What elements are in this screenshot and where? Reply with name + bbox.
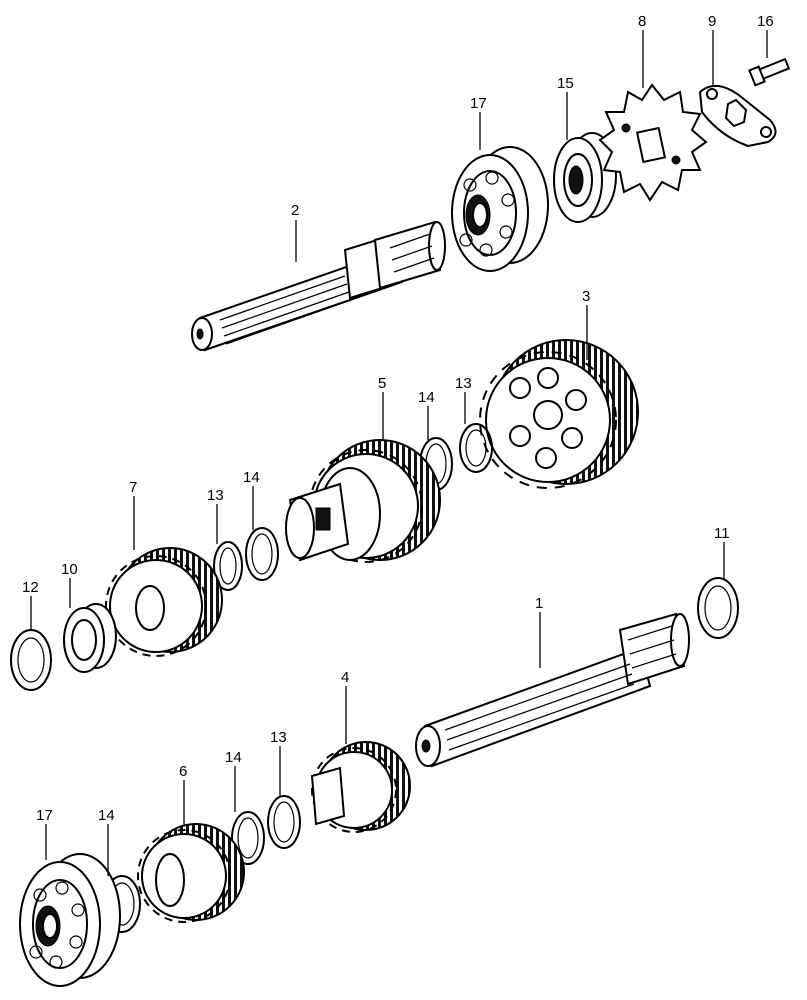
label-part-7: 7 <box>129 479 137 496</box>
circlip-part-13-upper <box>459 423 493 473</box>
mainshaft-part-1 <box>415 612 690 768</box>
label-part-16: 16 <box>757 13 774 30</box>
label-part-14-left: 14 <box>243 469 260 486</box>
label-part-13-upper: 13 <box>455 375 472 392</box>
label-part-14-bottom: 14 <box>225 749 242 766</box>
label-part-14-upper: 14 <box>418 389 435 406</box>
circlip-part-13-left <box>213 541 243 591</box>
washer-part-11 <box>697 577 739 639</box>
gear-part-4 <box>310 741 411 833</box>
leader-lines <box>30 30 768 876</box>
label-part-17-top: 17 <box>470 95 487 112</box>
ball-bearing-part-17-bottom <box>19 853 121 987</box>
label-part-4: 4 <box>341 669 349 686</box>
gear-part-5 <box>285 439 441 563</box>
washer-part-14-bottom <box>231 811 265 865</box>
drive-sprocket-part-8 <box>598 83 708 202</box>
bolt-part-16 <box>748 57 791 87</box>
needle-bearing-part-10 <box>63 603 117 673</box>
gear-part-7 <box>105 547 223 657</box>
label-part-10: 10 <box>61 561 78 578</box>
label-part-17-bottom: 17 <box>36 807 53 824</box>
label-part-9: 9 <box>708 13 716 30</box>
label-part-11: 11 <box>714 525 730 542</box>
countershaft-part-2 <box>191 220 446 352</box>
label-part-5: 5 <box>378 375 386 392</box>
label-part-14-bottom-left: 14 <box>98 807 115 824</box>
washer-part-14-left <box>245 527 279 581</box>
label-part-1: 1 <box>535 595 543 612</box>
gear-part-6 <box>137 823 245 923</box>
part-labels: 2 17 15 8 9 16 12 10 7 13 14 5 14 13 3 1… <box>22 13 774 824</box>
label-part-3: 3 <box>582 288 590 305</box>
washer-part-12 <box>10 629 52 691</box>
label-part-13-bottom: 13 <box>270 729 287 746</box>
label-part-15: 15 <box>557 75 574 92</box>
label-part-6: 6 <box>179 763 187 780</box>
oil-seal-part-15 <box>553 132 617 223</box>
label-part-8: 8 <box>638 13 646 30</box>
circlip-part-13-bottom <box>267 795 301 849</box>
ball-bearing-part-17-top <box>451 146 549 272</box>
label-part-2: 2 <box>291 202 299 219</box>
label-part-12: 12 <box>22 579 39 596</box>
countershaft-gear-part-3 <box>479 339 639 489</box>
label-part-13-left: 13 <box>207 487 224 504</box>
fixing-plate-part-9 <box>698 85 777 148</box>
